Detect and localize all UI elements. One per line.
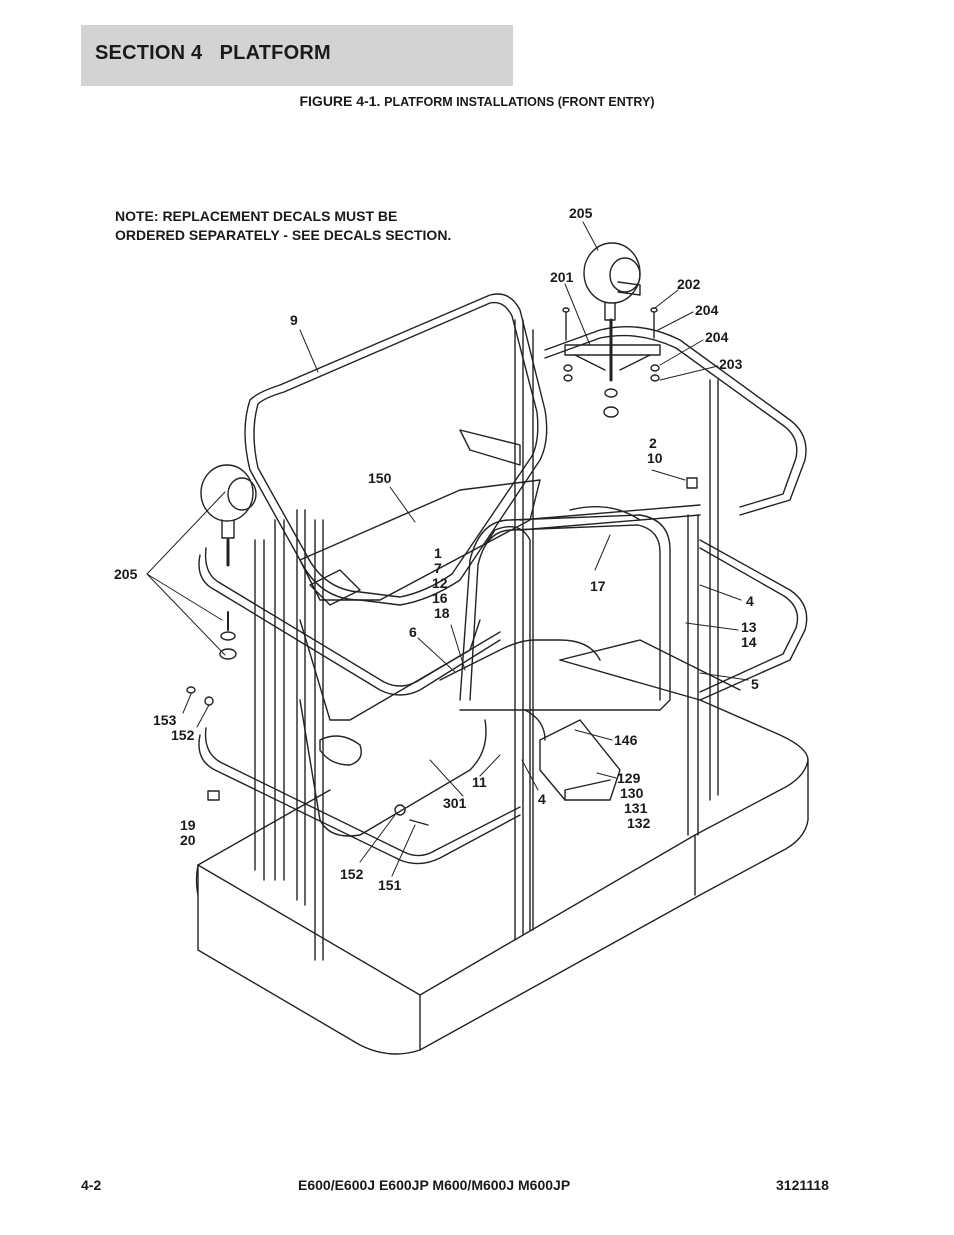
callout-20: 20 — [180, 832, 196, 848]
platform-basket — [195, 639, 809, 1055]
callout-205-left: 205 — [114, 566, 138, 582]
callout-12: 12 — [432, 575, 448, 591]
foot-switch — [524, 709, 621, 801]
callout-153: 153 — [153, 712, 177, 728]
callout-129-group: 129 130 131 132 — [617, 771, 650, 831]
platform-posts — [254, 319, 719, 961]
decal-note-line-1: NOTE: REPLACEMENT DECALS MUST BE — [115, 208, 398, 224]
callout-14: 14 — [741, 634, 757, 650]
callout-18: 18 — [434, 605, 450, 621]
callout-19: 19 — [180, 817, 196, 833]
callout-19-20: 19 20 — [180, 818, 196, 848]
callout-9: 9 — [290, 312, 298, 328]
platform-rail-mid — [198, 504, 808, 931]
callout-204-b: 204 — [705, 329, 729, 345]
callout-146: 146 — [614, 732, 638, 748]
callout-205-top: 205 — [569, 205, 593, 221]
callout-1: 1 — [434, 545, 442, 561]
decal-note-line-2: ORDERED SEPARATELY - SEE DECALS SECTION. — [115, 227, 452, 243]
callout-7: 7 — [434, 560, 442, 576]
callout-151: 151 — [378, 877, 402, 893]
callout-2: 2 — [649, 435, 657, 451]
callout-1-group: 1 7 12 16 18 — [432, 546, 450, 621]
callout-11: 11 — [472, 774, 487, 790]
hardware-fasteners — [186, 307, 698, 826]
callout-13: 13 — [741, 619, 757, 635]
figure-caption: FIGURE 4-1. PLATFORM INSTALLATIONS (FRON… — [0, 93, 954, 109]
footer-doc-number: 3121118 — [776, 1177, 829, 1193]
callout-203: 203 — [719, 356, 743, 372]
callout-4-right: 4 — [746, 593, 754, 609]
section-title: SECTION 4 PLATFORM — [95, 42, 331, 64]
figure-number: FIGURE 4-1. — [299, 93, 381, 109]
callout-4-mid: 4 — [538, 791, 546, 807]
footer-page-number: 4-2 — [81, 1177, 102, 1193]
callout-17: 17 — [590, 578, 606, 594]
decal-note: NOTE: REPLACEMENT DECALS MUST BE ORDERED… — [115, 207, 451, 245]
entry-gate — [459, 505, 671, 711]
callout-152-left: 152 — [171, 727, 195, 743]
callout-132: 132 — [627, 815, 651, 831]
callout-10: 10 — [647, 450, 663, 466]
callout-2-10: 2 10 — [647, 436, 663, 466]
callout-130: 130 — [620, 785, 644, 801]
beacon-light-top — [564, 242, 661, 418]
callout-16: 16 — [432, 590, 448, 606]
callout-150: 150 — [368, 470, 392, 486]
callout-13-14: 13 14 — [741, 620, 757, 650]
platform-rail-top — [244, 293, 807, 606]
section-header-bar: SECTION 4 PLATFORM — [81, 25, 513, 86]
figure-title: PLATFORM INSTALLATIONS (FRONT ENTRY) — [384, 95, 655, 109]
callout-6: 6 — [409, 624, 417, 640]
callout-131: 131 — [624, 800, 648, 816]
callout-152-bottom: 152 — [340, 866, 364, 882]
callout-204-a: 204 — [695, 302, 719, 318]
callout-leaders — [146, 221, 749, 877]
callout-201: 201 — [550, 269, 574, 285]
callout-129: 129 — [617, 770, 641, 786]
callout-202: 202 — [677, 276, 701, 292]
beacon-light-left — [200, 464, 257, 660]
control-console — [299, 429, 541, 837]
footer-models: E600/E600J E600JP M600/M600J M600JP — [298, 1177, 571, 1193]
callout-301: 301 — [443, 795, 467, 811]
callout-5: 5 — [751, 676, 759, 692]
